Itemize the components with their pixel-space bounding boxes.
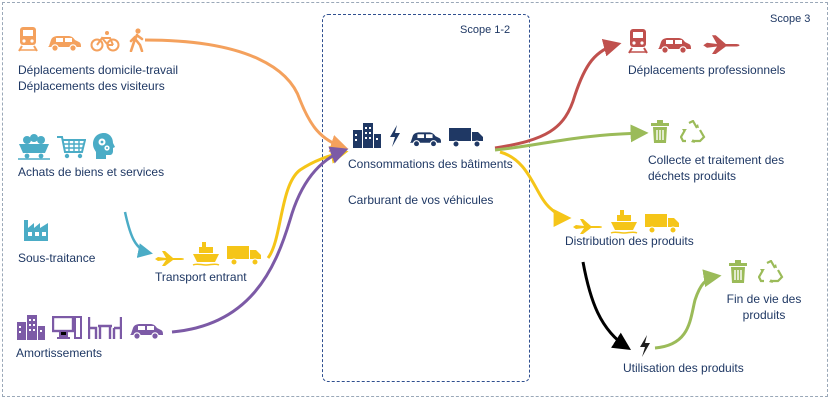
trash-bin-icon [651,120,669,143]
scope3-boundary [2,2,828,397]
car-icon [48,36,81,52]
subcontracting-label: Sous-traitance [18,251,96,265]
product-use-label: Utilisation des produits [623,361,744,375]
plane-icon [703,35,740,54]
depreciation-label: Amortissements [16,346,103,360]
trash-bin-icon [729,260,747,283]
arrow-product-use [581,261,632,350]
truck-icon [449,128,483,148]
arrow-subcontracting [123,211,153,258]
vehicle-fuel-label: Carburant de vos véhicules [348,193,494,207]
end-of-life-label-1: Fin de vie des [726,292,802,306]
ship-icon [192,242,220,266]
train-icon [628,29,648,54]
buildings-consumption-label: Consommations des bâtiments [348,157,513,171]
buildings-icon [17,315,45,340]
arrow-business-travel [494,38,622,150]
business-travel-icons [628,28,744,54]
commute-label-2: Déplacements des visiteurs [18,79,165,93]
arrow-distribution [499,150,572,227]
arrow-end-of-life [654,269,722,350]
mine-cart-icon [18,134,50,160]
recycle-icon [680,120,706,143]
ship-icon [610,210,638,234]
plane-icon [573,219,602,234]
subcontracting-icons [22,214,50,242]
car-icon [130,324,163,340]
shopping-cart-icon [57,136,86,159]
arrow-waste [494,124,649,152]
center-icons [352,122,484,148]
scope12-label: Scope 1-2 [460,24,511,36]
waste-icons [650,120,706,144]
arrow-inbound-transport [266,146,349,259]
purchases-icons [18,132,116,160]
end-of-life-label-2: produits [742,308,786,322]
product-use-icons [638,334,652,358]
car-icon [409,132,442,148]
scope3-label: Scope 3 [770,13,811,25]
distribution-icons [572,208,680,234]
arrow-commute [144,38,349,153]
scope12-boundary [322,14,530,382]
depreciation-icons [16,314,164,340]
waste-label-2: déchets produits [648,169,737,183]
arrow-depreciation [171,146,349,334]
truck-icon [645,214,679,234]
inbound-transport-label: Transport entrant [155,270,247,284]
commute-icons [18,26,146,52]
pedestrian-icon [129,28,144,52]
waste-label-1: Collecte et traitement des [648,153,785,167]
factory-icon [24,220,48,241]
purchases-label: Achats de biens et services [18,165,165,179]
business-travel-label: Déplacements professionnels [628,63,786,77]
lightning-icon [390,125,400,147]
buildings-icon [353,123,381,148]
commute-label-1: Déplacements domicile-travail [18,63,179,77]
furniture-icon [88,317,122,339]
plane-icon [155,251,184,266]
train-icon [18,27,38,52]
lightning-icon [640,335,650,357]
recycle-icon [758,260,784,283]
end-of-life-icons [728,260,784,284]
distribution-label: Distribution des produits [565,234,694,248]
car-icon [658,38,691,54]
bicycle-icon [90,31,120,52]
inbound-transport-icons [154,240,262,266]
computer-icon [52,316,82,339]
head-gears-icon [93,133,115,159]
truck-icon [227,246,261,266]
